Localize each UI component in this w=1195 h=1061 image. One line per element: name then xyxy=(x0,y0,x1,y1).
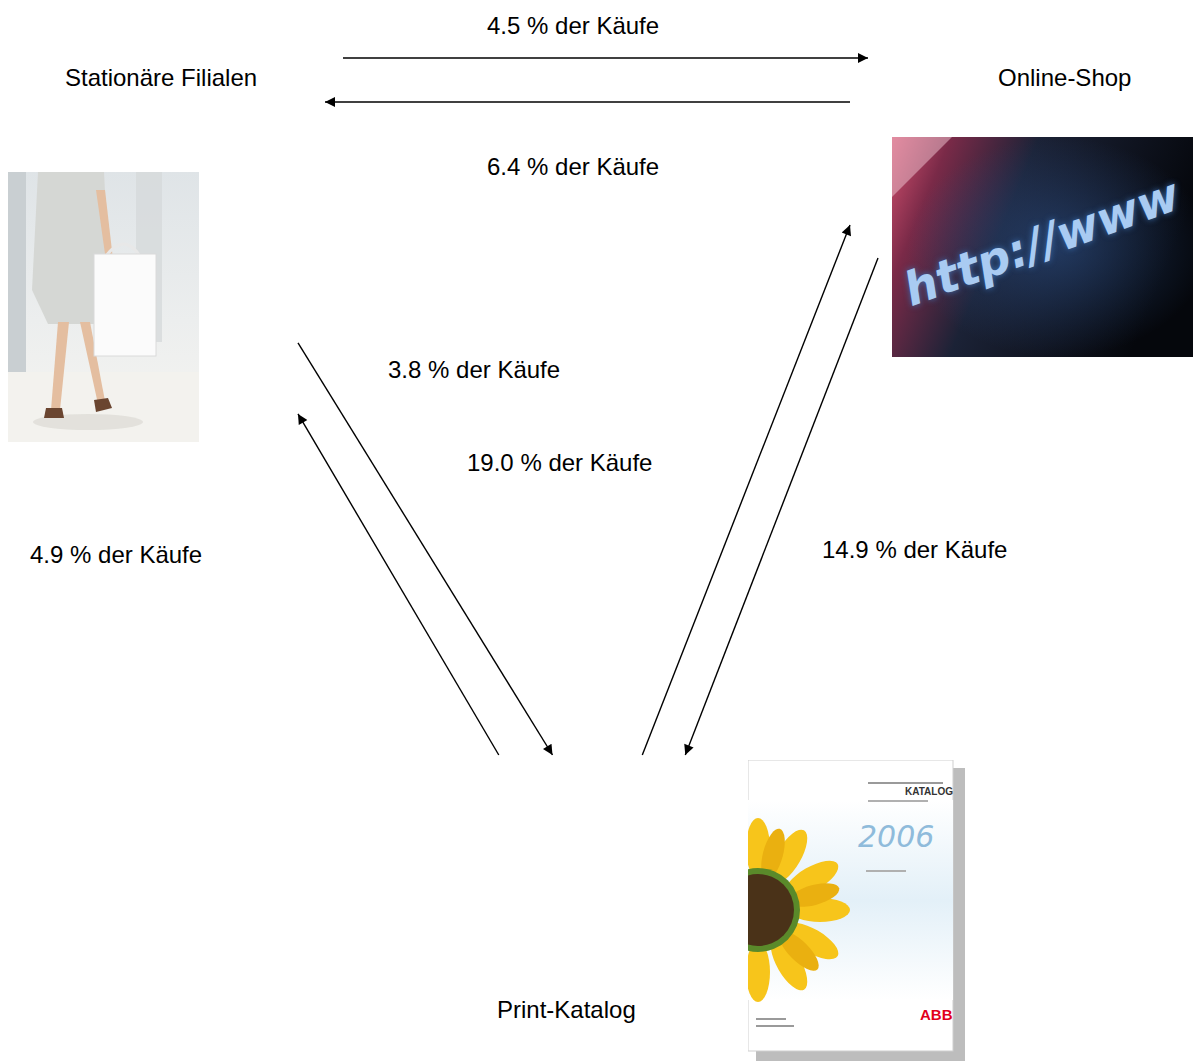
flow-arrow xyxy=(685,258,878,755)
channel-label: Online-Shop xyxy=(998,64,1131,92)
cover-year: 2006 xyxy=(858,820,934,854)
share-label: 4.9 % der Käufe xyxy=(27,541,205,569)
flow-arrow xyxy=(298,343,553,755)
cover-title: KATALOG xyxy=(905,786,953,798)
flow-arrow xyxy=(343,57,868,58)
flow-arrow xyxy=(642,225,850,755)
brand-logo: ABB xyxy=(920,1006,953,1024)
share-label: 6.4 % der Käufe xyxy=(484,153,662,181)
catalog-channel: Print-Katalog xyxy=(497,760,965,1058)
flow-arrow xyxy=(325,101,850,102)
share-label: 4.5 % der Käufe xyxy=(484,12,662,40)
channel-label: Print-Katalog xyxy=(497,996,636,1024)
share-label: 14.9 % der Käufe xyxy=(819,536,1010,564)
shopping-photo xyxy=(8,172,199,442)
share-label: 19.0 % der Käufe xyxy=(464,449,655,477)
channel-label: Stationäre Filialen xyxy=(65,64,257,92)
store-channel: Stationäre Filialen xyxy=(8,60,293,442)
share-label: 3.8 % der Käufe xyxy=(385,356,563,384)
